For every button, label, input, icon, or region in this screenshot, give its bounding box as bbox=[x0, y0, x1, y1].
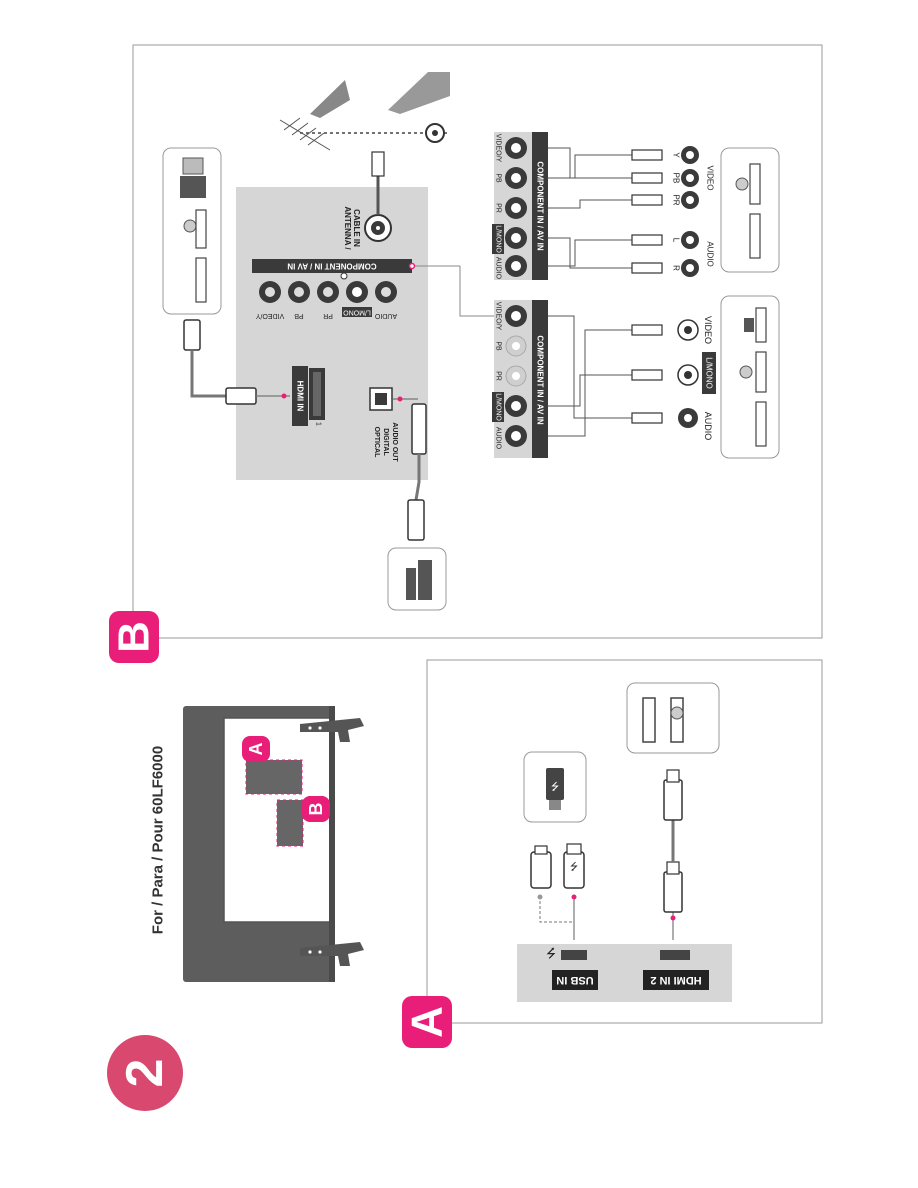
svg-text:A: A bbox=[246, 743, 266, 756]
svg-text:HDMI IN: HDMI IN bbox=[296, 381, 305, 412]
hdmi-cable-b bbox=[183, 319, 290, 405]
component-plugs bbox=[631, 149, 663, 274]
panel-label-video-y: VIDEO/Y bbox=[255, 312, 284, 319]
svg-text:L/MONO: L/MONO bbox=[495, 393, 502, 421]
svg-text:COMPONENT IN / AV IN: COMPONENT IN / AV IN bbox=[536, 161, 545, 251]
section-b-marker: B bbox=[109, 611, 159, 663]
svg-text:L/MONO: L/MONO bbox=[343, 309, 371, 316]
component-source-box bbox=[720, 147, 780, 273]
av-plugs bbox=[631, 324, 663, 424]
comp-caption-video: VIDEO bbox=[706, 166, 715, 191]
usb-port bbox=[561, 950, 587, 960]
hdmi-in-2-label: HDMI IN 2 bbox=[643, 970, 709, 990]
svg-text:A: A bbox=[403, 1006, 452, 1038]
component-device-jacks bbox=[681, 146, 699, 277]
svg-text:B: B bbox=[110, 621, 159, 653]
svg-text:⭍: ⭍ bbox=[570, 861, 578, 873]
audio-system-box bbox=[387, 547, 447, 611]
svg-text:AUDIO: AUDIO bbox=[495, 427, 502, 450]
svg-text:PR: PR bbox=[495, 203, 502, 213]
usb-symbol-icon: ⭍ bbox=[546, 946, 556, 960]
panel-jacks bbox=[259, 272, 397, 303]
svg-text:1: 1 bbox=[315, 422, 322, 426]
speaker-icon bbox=[406, 568, 416, 600]
camcorder-icon bbox=[744, 318, 754, 332]
optical-label-3: AUDIO OUT bbox=[391, 422, 398, 462]
panel-antenna-port bbox=[364, 214, 392, 242]
lower-av-strip: COMPONENT IN / AV IN VIDEO/Y PB PR L/MON… bbox=[492, 300, 548, 458]
panel-hdmi-in: HDMI IN 1 bbox=[292, 366, 325, 426]
section-a-marker: A bbox=[402, 996, 452, 1048]
micro-usb-plug-icon bbox=[530, 845, 552, 889]
tv-marker-b: B bbox=[302, 796, 330, 822]
monitor-icon bbox=[180, 176, 206, 198]
disc-icon bbox=[183, 219, 197, 233]
comp-label-y: Y bbox=[672, 152, 681, 158]
section-b-frame bbox=[132, 44, 823, 639]
upper-component-strip: COMPONENT IN / AV IN VIDEO/Y PB PR L/MON… bbox=[492, 132, 548, 280]
panel-label-pb: PB bbox=[294, 312, 304, 319]
svg-text:L/MONO: L/MONO bbox=[705, 357, 714, 389]
panel-label-pr: PR bbox=[323, 312, 333, 319]
svg-text:VIDEO/Y: VIDEO/Y bbox=[495, 302, 502, 331]
step-number-badge: 2 bbox=[107, 1035, 183, 1111]
comp-caption-audio: AUDIO bbox=[706, 241, 715, 266]
antenna-label-1: ANTENNA / bbox=[343, 206, 352, 250]
av-caption-audio: AUDIO bbox=[703, 412, 713, 441]
usb-in-label: USB IN bbox=[552, 970, 598, 990]
comp-label-r: R bbox=[672, 265, 681, 271]
antenna-source-illustration bbox=[279, 72, 450, 215]
optical-cable bbox=[393, 396, 427, 541]
svg-text:AUDIO: AUDIO bbox=[495, 257, 502, 280]
usb-plug-icon: ⭍ bbox=[563, 843, 585, 889]
tv-back-illustration: A B bbox=[183, 706, 364, 982]
component-cables bbox=[548, 147, 632, 269]
panel-component-header: COMPONENT IN / AV IN bbox=[252, 259, 412, 273]
svg-text:COMPONENT IN / AV IN: COMPONENT IN / AV IN bbox=[287, 262, 377, 271]
av-caption-video: VIDEO bbox=[703, 316, 713, 344]
disc-icon bbox=[735, 177, 749, 191]
av-caption-mono: L/MONO bbox=[702, 352, 716, 394]
disc-icon bbox=[739, 365, 753, 379]
panel-label-l-mono: L/MONO bbox=[342, 307, 372, 317]
step-number: 2 bbox=[116, 1059, 174, 1088]
usb-stick-icon: ⭍ bbox=[551, 781, 559, 793]
model-caption: For / Para / Pour 60LF6000 bbox=[150, 746, 167, 934]
svg-text:PB: PB bbox=[495, 341, 502, 351]
panel-optical-port bbox=[369, 387, 393, 411]
optical-label-1: OPTICAL bbox=[373, 427, 380, 458]
svg-text:COMPONENT IN / AV IN: COMPONENT IN / AV IN bbox=[536, 335, 545, 425]
panel-label-audio: AUDIO bbox=[374, 312, 397, 319]
optical-label-2: DIGITAL bbox=[382, 428, 389, 456]
tv-marker-a: A bbox=[242, 736, 270, 762]
hdmi-source-devices-box bbox=[626, 682, 720, 754]
av-source-box bbox=[720, 295, 780, 459]
pc-tower-icon bbox=[182, 157, 204, 175]
svg-text:B: B bbox=[306, 803, 326, 816]
svg-text:PR: PR bbox=[495, 371, 502, 381]
svg-text:USB IN: USB IN bbox=[556, 974, 593, 986]
comp-label-pr: PR bbox=[672, 194, 681, 205]
antenna-label-2: CABLE IN bbox=[352, 209, 361, 247]
section-b-av-component: B COMPONENT IN / AV IN VIDEO/Y PB PR L/M… bbox=[109, 44, 823, 663]
hdmi-cable-a bbox=[663, 769, 683, 940]
hdmi-source-devices-box-b bbox=[162, 147, 222, 315]
av-device-jacks bbox=[677, 319, 699, 428]
section-b-port-panel bbox=[236, 187, 428, 480]
svg-text:PB: PB bbox=[495, 173, 502, 183]
svg-text:HDMI IN 2: HDMI IN 2 bbox=[650, 974, 701, 986]
svg-text:VIDEO/Y: VIDEO/Y bbox=[495, 134, 502, 163]
disc-icon bbox=[670, 706, 684, 720]
hdmi-port-2 bbox=[660, 950, 690, 960]
svg-text:L/MONO: L/MONO bbox=[495, 225, 502, 253]
comp-label-pb: PB bbox=[672, 173, 681, 184]
section-a-frame bbox=[426, 659, 823, 1024]
usb-device-box: ⭍ bbox=[523, 751, 587, 823]
av-cables bbox=[548, 315, 632, 437]
comp-label-l: L bbox=[672, 238, 681, 243]
section-a-usb-hdmi: A USB IN ⭍ HDMI IN 2 ⭍ bbox=[402, 659, 823, 1048]
